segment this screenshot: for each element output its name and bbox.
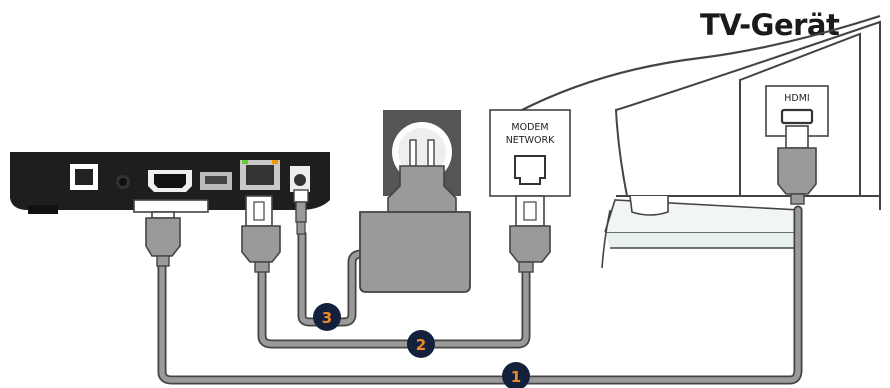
tv-hdmi-label: HDMI bbox=[784, 93, 809, 104]
tv-outline bbox=[517, 14, 881, 269]
power-adapter bbox=[359, 139, 471, 293]
cable-badge-3: 3 bbox=[313, 303, 341, 331]
network-wall-port: MODEM NETWORK bbox=[489, 109, 571, 197]
cable-badge-1: 1 bbox=[502, 362, 530, 388]
cable-number-1: 1 bbox=[511, 368, 521, 386]
wall-port-label-line2: NETWORK bbox=[506, 135, 555, 146]
cable-badge-2: 2 bbox=[407, 330, 435, 358]
hdmi-plug-tv bbox=[777, 125, 817, 205]
lan-plug-box bbox=[241, 195, 281, 273]
lan-plug-wall bbox=[509, 195, 551, 273]
tv-hdmi-port: HDMI bbox=[765, 85, 829, 137]
cable-paths-fill bbox=[159, 207, 801, 383]
wall-port-label-line1: MODEM bbox=[511, 122, 548, 133]
cable-number-3: 3 bbox=[322, 309, 332, 327]
cable-number-2: 2 bbox=[416, 336, 426, 354]
hdmi-plug-box bbox=[133, 199, 209, 267]
tv-title: TV-Gerät bbox=[700, 8, 840, 42]
power-plug-box bbox=[293, 189, 309, 235]
